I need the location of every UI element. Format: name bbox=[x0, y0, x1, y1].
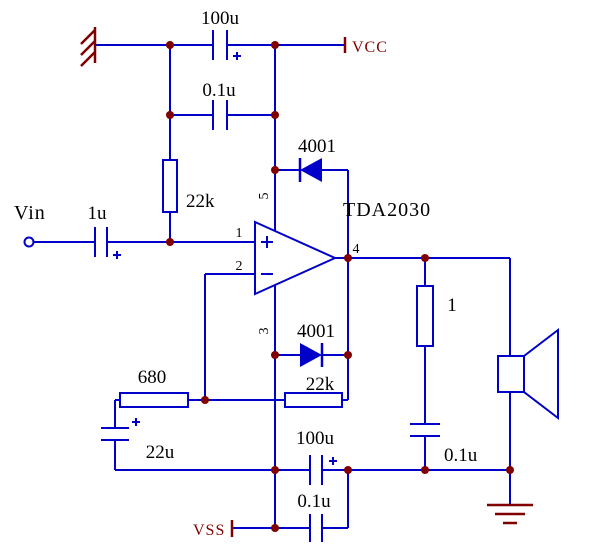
earth-ground-icon bbox=[487, 503, 533, 525]
opamp-triangle bbox=[254, 220, 338, 296]
junction-dot bbox=[271, 351, 279, 359]
resistor-label: 22k bbox=[306, 374, 335, 395]
speaker-icon bbox=[497, 327, 559, 421]
pin4-label: 4 bbox=[353, 242, 360, 257]
diode-triangle bbox=[300, 343, 322, 367]
cap-vcc-bypass-01u: 0.1u bbox=[202, 80, 236, 130]
cap-label: 0.1u bbox=[202, 80, 236, 101]
vss-label: VSS bbox=[193, 522, 225, 539]
junction-dot bbox=[271, 466, 279, 474]
resistor-feedback-680: 680 bbox=[119, 367, 189, 408]
cap-vss-bulk-100u: 100u bbox=[296, 428, 337, 485]
junction-dot bbox=[344, 466, 352, 474]
cap-label: 100u bbox=[201, 8, 240, 29]
junction-dot bbox=[271, 41, 279, 49]
polarity-plus-icon bbox=[113, 251, 121, 259]
junction-dot bbox=[506, 466, 514, 474]
cap-label: 0.1u bbox=[444, 445, 478, 466]
cap-vss-bypass-01u: 0.1u bbox=[297, 491, 331, 542]
chassis-ground-icon bbox=[80, 27, 97, 67]
input-terminal-circle bbox=[23, 236, 35, 248]
noninverting-plus-icon bbox=[261, 236, 273, 248]
junction-dot bbox=[344, 351, 352, 359]
resistor-feedback-22k: 22k bbox=[284, 374, 343, 408]
junction-dot bbox=[166, 238, 174, 246]
vcc-terminal: VCC bbox=[343, 37, 388, 56]
diode-bottom-4001: 4001 bbox=[297, 321, 335, 367]
cap-input-1u: 1u bbox=[88, 203, 121, 259]
speaker-cone bbox=[523, 327, 559, 421]
input-label: Vin bbox=[14, 202, 46, 224]
resistor-zobel-1: 1 bbox=[416, 285, 457, 347]
diode-triangle bbox=[300, 158, 322, 182]
cap-feedback-22u: 22u bbox=[101, 418, 175, 463]
resistor-label: 22k bbox=[186, 191, 215, 212]
cap-vcc-bulk-100u: 100u bbox=[201, 8, 241, 60]
polarity-plus-icon bbox=[132, 418, 140, 426]
vss-terminal: VSS bbox=[193, 520, 234, 539]
speaker-driver bbox=[497, 355, 525, 393]
pin5-label: 5 bbox=[257, 193, 272, 200]
junction-dot bbox=[344, 254, 352, 262]
cap-zobel-01u: 0.1u bbox=[410, 423, 478, 466]
diode-label: 4001 bbox=[298, 136, 336, 157]
vcc-label: VCC bbox=[352, 39, 388, 56]
cap-label: 1u bbox=[88, 203, 108, 224]
resistor-bias-22k: 22k bbox=[162, 159, 215, 213]
cap-label: 100u bbox=[296, 428, 335, 449]
junction-dot bbox=[421, 254, 429, 262]
pin3-label: 3 bbox=[257, 328, 272, 335]
junction-dots bbox=[166, 41, 514, 532]
cap-label: 0.1u bbox=[297, 491, 331, 512]
pin2-label: 2 bbox=[236, 259, 243, 274]
junction-dot bbox=[271, 166, 279, 174]
resistor-label: 1 bbox=[447, 295, 457, 316]
ic-label: TDA2030 bbox=[343, 199, 431, 221]
diode-top-4001: 4001 bbox=[298, 136, 336, 182]
diode-label: 4001 bbox=[297, 321, 335, 342]
junction-dot bbox=[271, 111, 279, 119]
polarity-plus-icon bbox=[329, 457, 337, 465]
input-terminal: Vin bbox=[14, 202, 46, 248]
polarity-plus-icon bbox=[233, 52, 241, 60]
pin1-label: 1 bbox=[236, 226, 243, 241]
junction-dot bbox=[166, 111, 174, 119]
junction-dot bbox=[271, 524, 279, 532]
junction-dot bbox=[201, 396, 209, 404]
cap-label: 22u bbox=[146, 442, 175, 463]
junction-dot bbox=[166, 41, 174, 49]
opamp-tda2030: TDA2030 1 2 4 5 3 bbox=[236, 193, 431, 335]
resistor-label: 680 bbox=[138, 367, 167, 388]
junction-dot bbox=[421, 466, 429, 474]
